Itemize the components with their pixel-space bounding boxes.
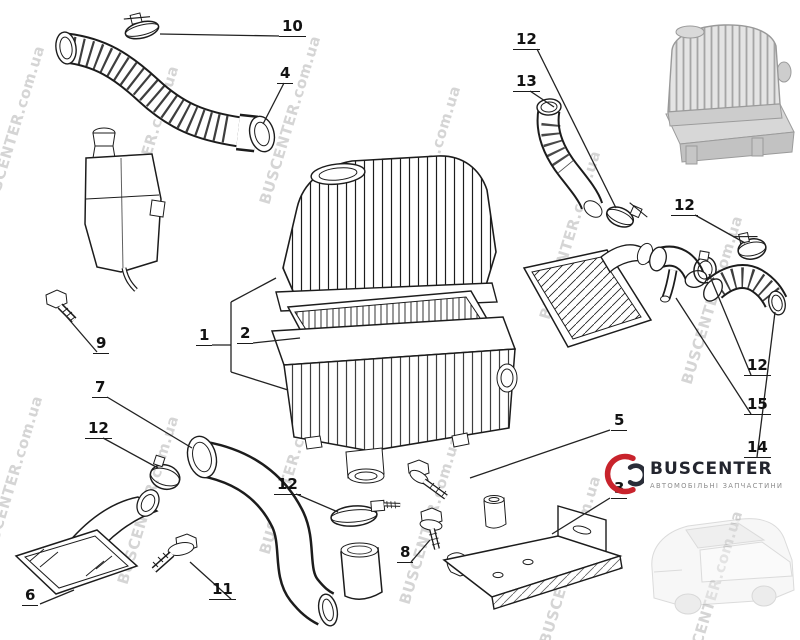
outlet-hose-7 [186, 435, 339, 627]
bolt-5 [407, 459, 507, 529]
connector-tube [340, 542, 383, 600]
leader-lines [39, 33, 776, 605]
screw-11 [151, 533, 198, 573]
corrugated-hose-14 [703, 264, 788, 316]
hose-clamp-12c [149, 454, 181, 491]
intake-duct [522, 242, 654, 348]
hose-clamp-12d [330, 499, 401, 527]
van-sketch [651, 518, 795, 615]
elbow-connector [649, 245, 708, 303]
corrugated-intake-hose [55, 31, 276, 153]
assembled-unit-photo [648, 6, 800, 182]
logo-arc-navy [627, 463, 644, 487]
filter-housing-lower [270, 316, 518, 484]
logo-arc-red [604, 453, 636, 495]
hose-clamp-12a [605, 202, 648, 228]
hose-clamp-12e [693, 250, 717, 284]
buscenter-logo: BUSCENTER АВТОМОБІЛЬНІ ЗАПЧАСТИНИ [596, 450, 783, 498]
logo-tagline: АВТОМОБІЛЬНІ ЗАПЧАСТИНИ [650, 481, 784, 490]
mounting-bracket-3 [442, 505, 623, 610]
intake-scoop [14, 489, 160, 595]
logo-text: BUSCENTER АВТОМОБІЛЬНІ ЗАПЧАСТИНИ [650, 459, 783, 490]
air-filter-cover [275, 155, 498, 312]
reservoir-tank [84, 127, 166, 292]
bolt-9 [45, 289, 77, 323]
hose-clamp-10 [123, 12, 160, 40]
logo-name: BUSCENTER [650, 458, 773, 479]
buscenter-logo-mark [604, 453, 644, 495]
hose-clamp-12b [733, 231, 767, 260]
breather-hose-13 [536, 98, 604, 218]
